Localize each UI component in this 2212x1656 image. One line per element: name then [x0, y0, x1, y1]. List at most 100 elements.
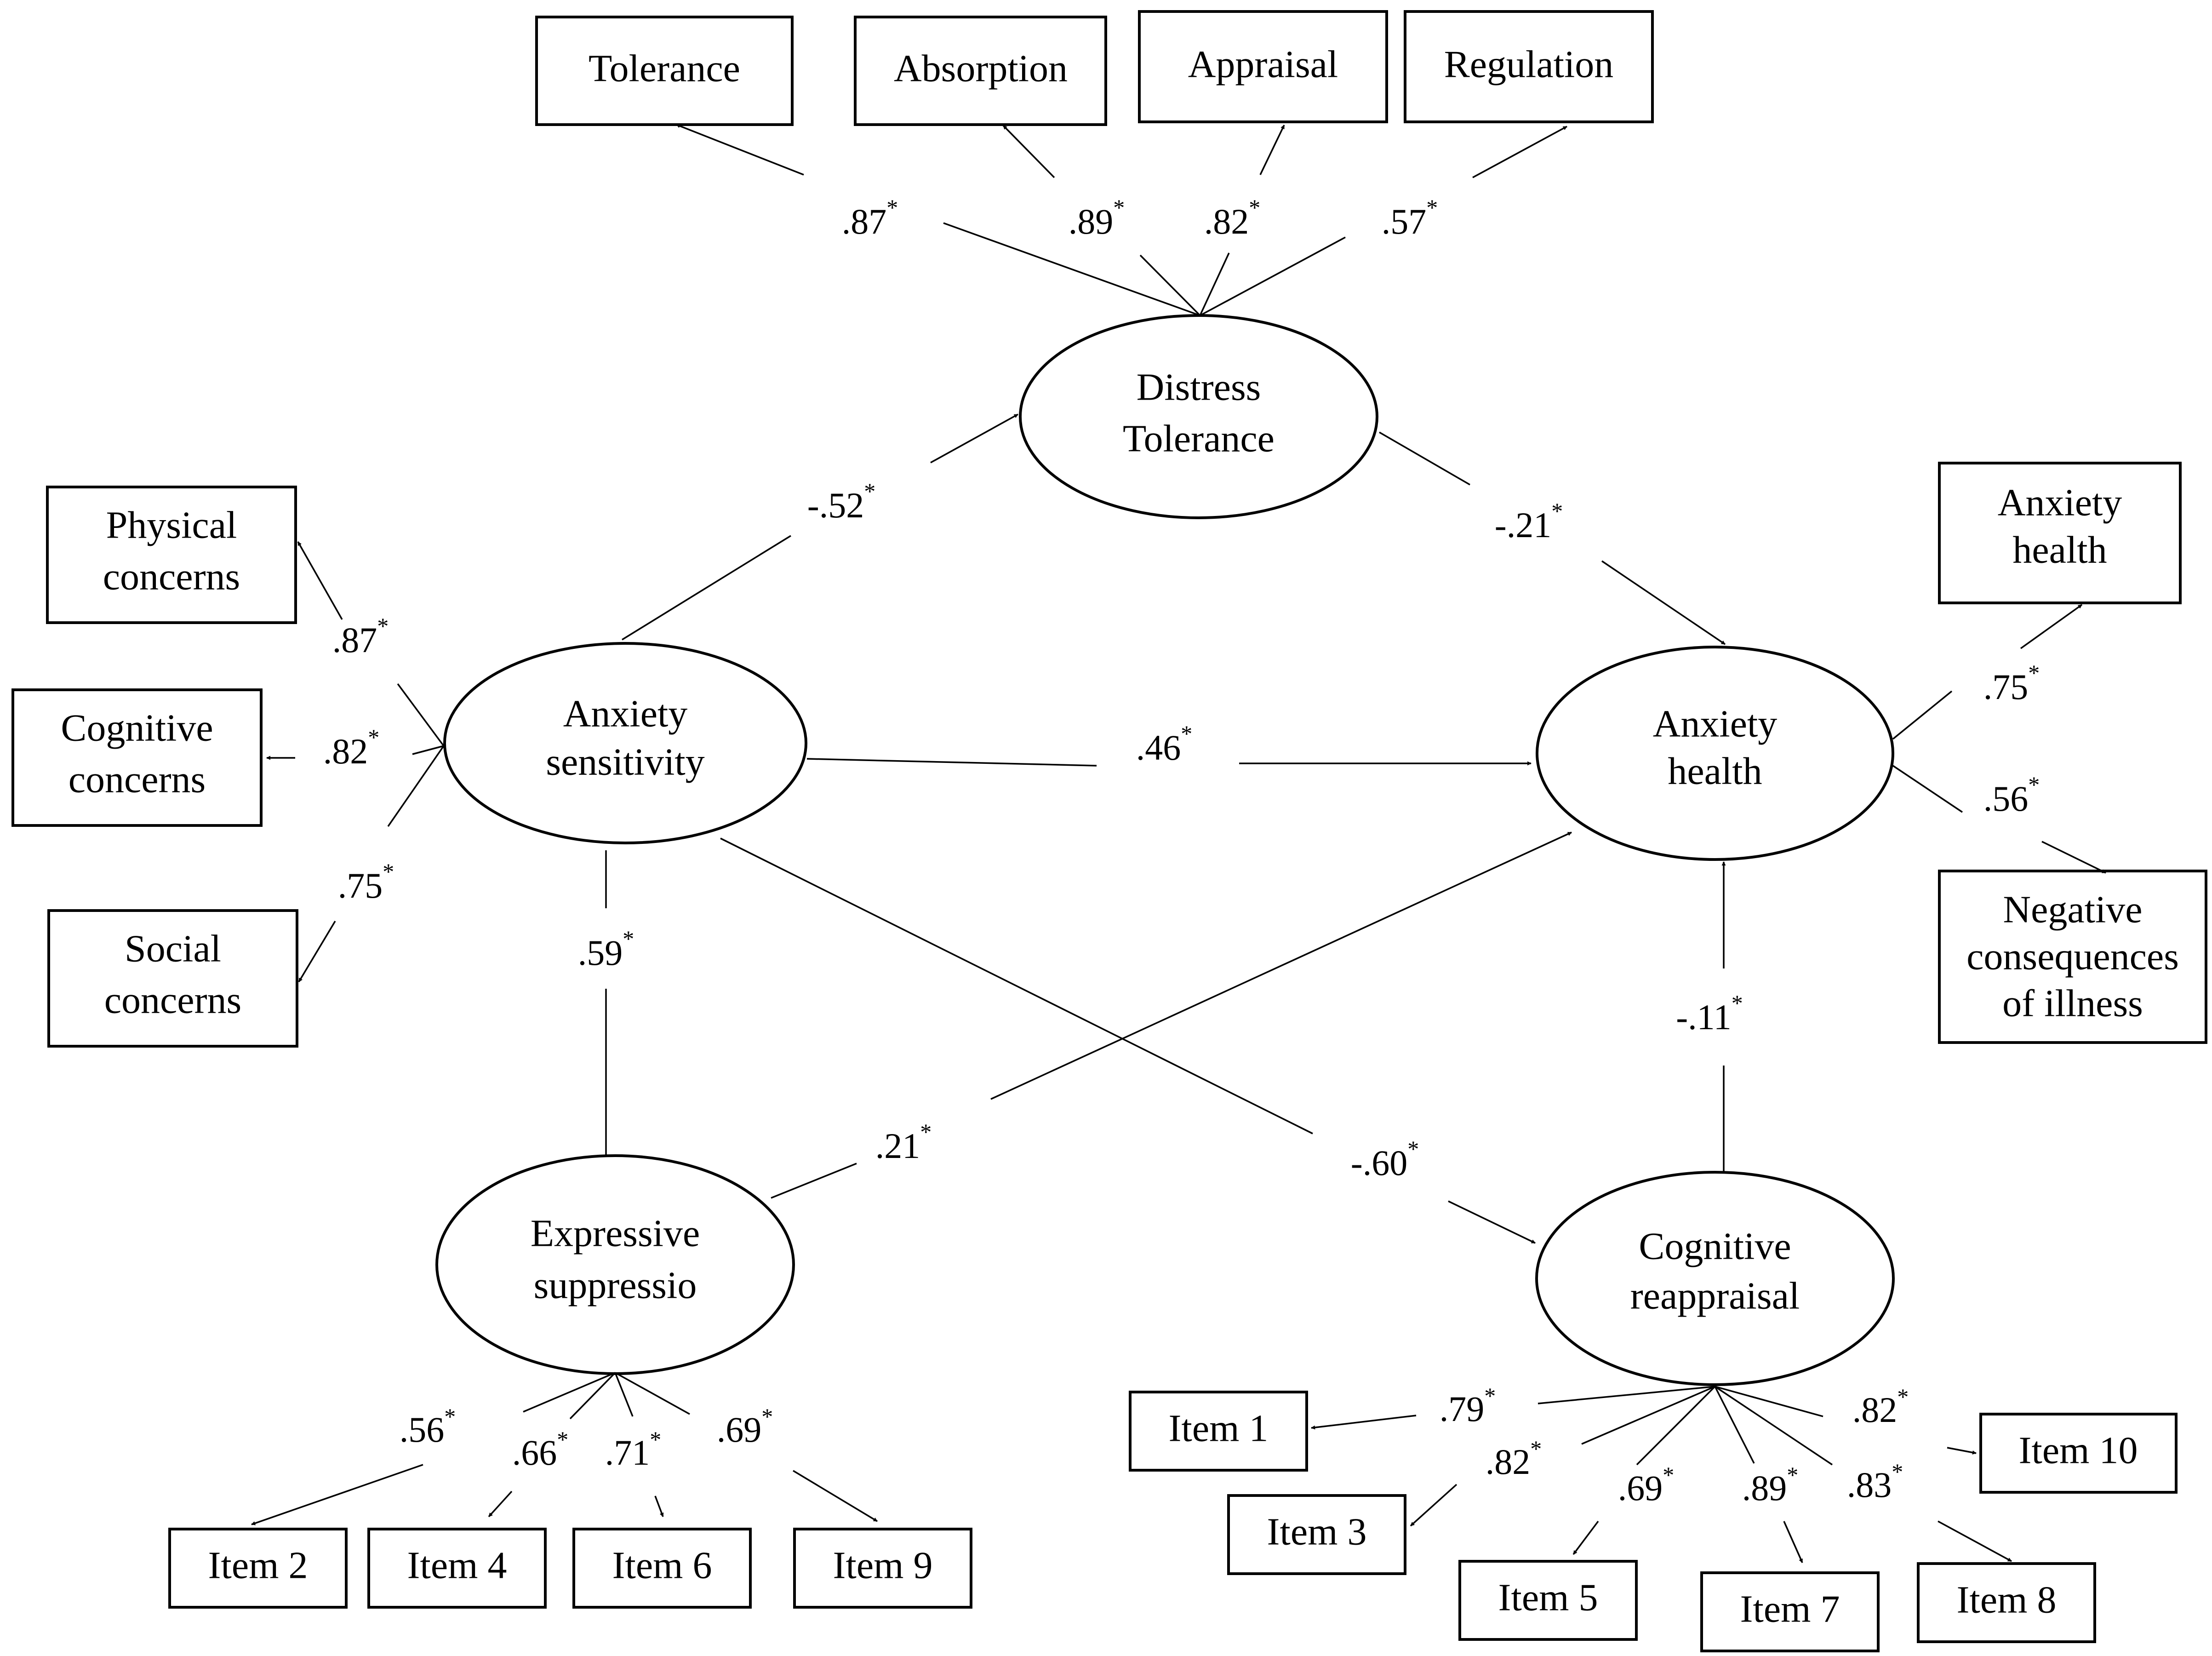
loading-line-anxiety-health: [1892, 690, 1953, 740]
loading-value-cognitive-concerns: .82*: [323, 724, 380, 771]
loading-value-item10: .82*: [1852, 1384, 1909, 1430]
item-box-5: [1458, 1560, 1638, 1641]
loading-line-appraisal: [1199, 252, 1230, 316]
loading-value-social-concerns: .75*: [338, 859, 394, 905]
latent-label-expressive-suppression-line1: Expressive: [531, 1212, 700, 1255]
loading-value-tolerance: .87*: [842, 195, 898, 241]
loading-line-regulation: [1200, 236, 1346, 316]
indicator-label-physical-concerns-line2: concerns: [103, 555, 240, 598]
loading-line-item4: [569, 1372, 616, 1420]
loading-line-negative-consequences: [1892, 765, 1963, 813]
item-box-10: [1979, 1413, 2178, 1494]
latent-anxiety-sensitivity: [443, 642, 807, 844]
path-value-as-ah: .46*: [1136, 721, 1193, 768]
indicator-box-tolerance: [535, 16, 794, 126]
indicator-label-anxiety-health-line1: Anxiety: [1998, 481, 2122, 524]
loading-arrow-item5: [1572, 1520, 1599, 1555]
loading-line-cognitive-concerns: [412, 745, 444, 755]
loading-arrow-negative-consequences: [2041, 841, 2106, 874]
loading-arrow-anxiety-health: [2020, 604, 2083, 649]
path-value-es-ah: .21*: [875, 1119, 932, 1166]
loading-arrow-physical-concerns: [297, 541, 343, 620]
item-label-9: Item 9: [833, 1544, 933, 1587]
path-value-as-es: .59*: [578, 926, 634, 973]
loading-line-physical-concerns: [397, 683, 445, 747]
loading-value-regulation: .57*: [1382, 195, 1438, 241]
loading-line-item5: [1636, 1386, 1716, 1466]
loading-line-item7: [1714, 1386, 1755, 1464]
path-value-cr-ah: -.11*: [1676, 990, 1743, 1037]
loading-arrow-item2: [251, 1464, 423, 1525]
indicator-label-negative-consequences-line2: consequences: [1966, 935, 2179, 978]
path-line-as-cr: [720, 837, 1313, 1135]
path-arrow-as-cr: [1448, 1200, 1536, 1244]
loading-line-tolerance: [943, 222, 1200, 316]
latent-label-anxiety-health-line1: Anxiety: [1653, 702, 1778, 745]
latent-anxiety-health: [1536, 646, 1894, 861]
loading-value-item2: .56*: [400, 1404, 456, 1450]
indicator-box-social-concerns: [47, 909, 298, 1048]
indicator-label-regulation: Regulation: [1444, 43, 1614, 86]
path-value-dt-ah: -.21*: [1495, 498, 1563, 545]
loading-value-item1: .79*: [1440, 1383, 1496, 1429]
item-label-5: Item 5: [1498, 1576, 1598, 1619]
loading-value-item9: .69*: [717, 1404, 773, 1450]
latent-distress-tolerance: [1019, 314, 1378, 519]
loading-value-item8: .83*: [1847, 1459, 1903, 1505]
indicator-label-negative-consequences-line1: Negative: [2003, 888, 2142, 931]
loading-arrow-tolerance: [676, 124, 804, 176]
loading-line-item1: [1538, 1386, 1715, 1404]
latent-label-anxiety-sensitivity-line1: Anxiety: [563, 692, 688, 735]
loading-line-item3: [1581, 1386, 1715, 1445]
loading-value-appraisal: .82*: [1204, 195, 1261, 241]
indicator-label-anxiety-health-line2: health: [2012, 528, 2107, 571]
loading-arrow-item8: [1938, 1520, 2012, 1562]
path-line-as-dt: [622, 535, 791, 641]
latent-label-cognitive-reappraisal-line1: Cognitive: [1639, 1225, 1791, 1267]
indicator-label-absorption: Absorption: [894, 47, 1068, 90]
item-label-4: Item 4: [407, 1544, 507, 1587]
loading-line-item2: [523, 1372, 616, 1413]
loading-value-item4: .66*: [512, 1427, 569, 1473]
item-label-10: Item 10: [2019, 1429, 2138, 1472]
loading-arrow-absorption: [1002, 125, 1055, 178]
indicator-label-cognitive-concerns-line1: Cognitive: [61, 706, 213, 749]
loading-line-item9: [615, 1372, 690, 1415]
loading-value-absorption: .89*: [1069, 195, 1125, 241]
loading-line-absorption: [1139, 254, 1201, 316]
item-box-4: [367, 1528, 547, 1609]
loading-line-item8: [1715, 1386, 1833, 1466]
loading-value-item7: .89*: [1742, 1462, 1799, 1508]
item-label-1: Item 1: [1169, 1407, 1269, 1450]
latent-label-distress-tolerance-line2: Tolerance: [1123, 417, 1275, 460]
loading-arrow-appraisal: [1259, 125, 1285, 175]
loading-arrow-item3: [1410, 1484, 1458, 1527]
indicator-label-social-concerns-line1: Social: [125, 927, 221, 970]
latent-label-anxiety-sensitivity-line2: sensitivity: [546, 740, 704, 783]
loading-line-social-concerns: [387, 745, 445, 827]
item-label-2: Item 2: [208, 1544, 308, 1587]
loading-arrow-item9: [793, 1470, 878, 1522]
indicator-box-regulation: [1404, 10, 1654, 123]
loading-arrow-item7: [1783, 1521, 1803, 1563]
path-value-as-cr: -.60*: [1351, 1136, 1419, 1183]
latent-label-distress-tolerance-line1: Distress: [1137, 366, 1261, 408]
loading-arrow-item6: [654, 1496, 664, 1517]
loading-arrow-item1: [1311, 1415, 1417, 1430]
latent-label-cognitive-reappraisal-line2: reappraisal: [1630, 1274, 1800, 1317]
indicator-box-physical-concerns: [46, 486, 297, 624]
loading-value-physical-concerns: .87*: [332, 613, 389, 660]
loading-arrow-item10: [1947, 1447, 1977, 1455]
loading-value-negative-consequences: .56*: [1983, 772, 2040, 819]
indicator-box-appraisal: [1138, 10, 1388, 123]
path-line-as-ah: [806, 758, 1097, 767]
item-label-6: Item 6: [612, 1544, 712, 1587]
indicator-label-physical-concerns-line1: Physical: [106, 504, 237, 546]
loading-arrow-item4: [488, 1490, 513, 1518]
item-box-9: [793, 1528, 972, 1609]
item-label-3: Item 3: [1267, 1510, 1367, 1553]
indicator-label-appraisal: Appraisal: [1188, 43, 1338, 86]
item-box-7: [1700, 1571, 1880, 1652]
path-value-as-dt: -.52*: [807, 478, 875, 525]
